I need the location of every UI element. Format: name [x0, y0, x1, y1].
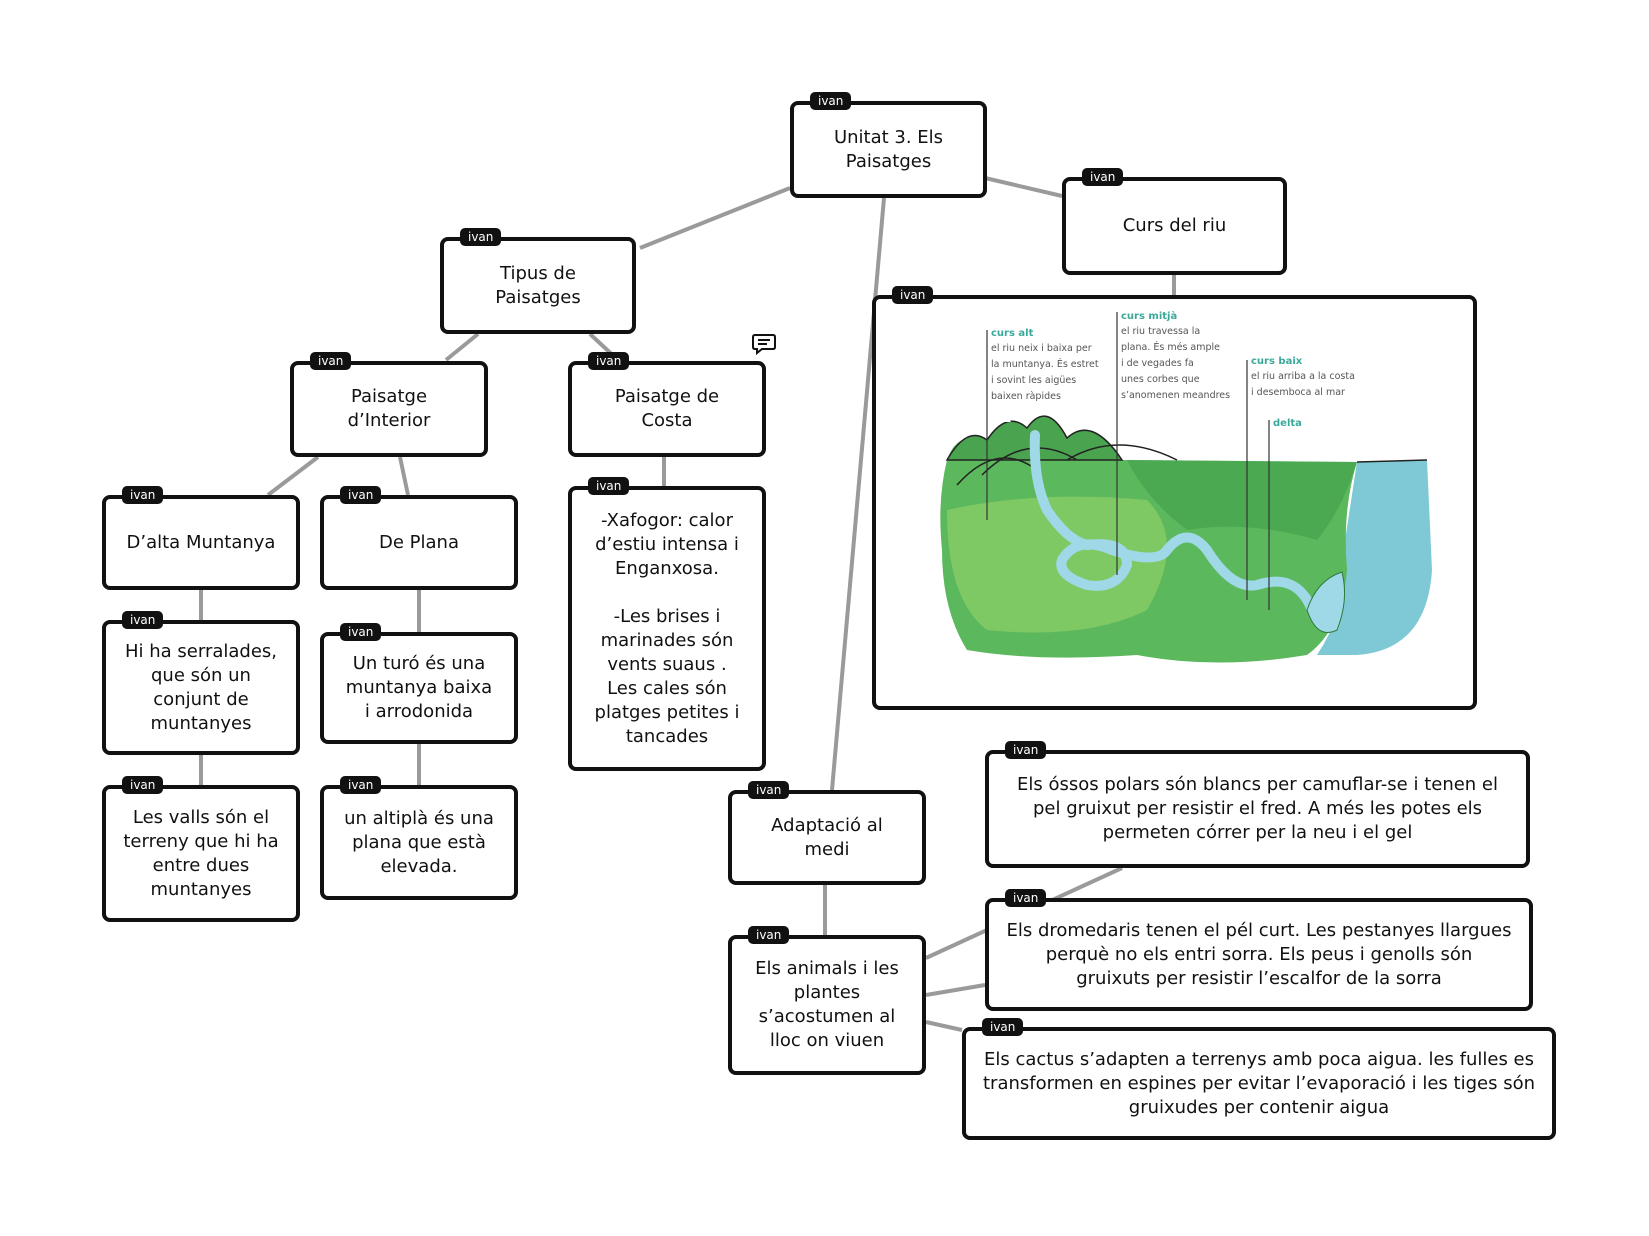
author-tag: ivan — [340, 623, 382, 641]
curs-mitja-line: plana. És més ample — [1121, 341, 1220, 353]
curs-mitja-line: unes corbes que — [1121, 374, 1200, 385]
snow-caps — [999, 403, 1051, 422]
curs-alt-line: el riu neix i baixa per — [991, 343, 1092, 354]
node-label: D’alta Muntanya — [126, 531, 276, 553]
author-tag: ivan — [982, 1018, 1024, 1036]
curs-alt-line: la muntanya. És estret — [991, 358, 1099, 370]
curs-baix-line: i desemboca al mar — [1251, 387, 1345, 398]
author-tag: ivan — [892, 286, 934, 304]
curs-baix-line: el riu arriba a la costa — [1251, 371, 1355, 382]
link-animals-cactus — [925, 1020, 963, 1032]
author-tag: ivan — [588, 352, 630, 370]
link-interior-plana — [398, 456, 410, 496]
river — [1029, 430, 1317, 615]
author-tag: ivan — [340, 486, 382, 504]
node-label: Hi ha serralades, que són un conjunt de … — [124, 640, 277, 734]
author-tag: ivan — [1005, 741, 1047, 759]
node-ossos-polars[interactable]: ivan Els óssos polars són blancs per cam… — [985, 741, 1530, 868]
author-tag: ivan — [748, 926, 790, 944]
curs-baix-title: curs baix — [1251, 356, 1303, 367]
sea-area — [1317, 460, 1432, 655]
node-paisatge-interior[interactable]: ivan Paisatge d’Interior — [290, 352, 488, 457]
node-turo[interactable]: ivan Un turó és una muntanya baixa i arr… — [320, 623, 518, 744]
link-tipus-interior — [444, 332, 480, 362]
node-de-plana[interactable]: ivan De Plana — [320, 486, 518, 590]
speech-bubble-icon[interactable] — [752, 333, 776, 355]
node-label: Un turó és una muntanya baixa i arrodoni… — [345, 653, 493, 722]
delta-fan — [1306, 571, 1346, 633]
node-animals-plantes[interactable]: ivan Els animals i les plantes s’acostum… — [728, 926, 926, 1075]
node-tipus-paisatges[interactable]: ivan Tipus de Paisatges — [440, 228, 636, 334]
author-tag: ivan — [1005, 889, 1047, 907]
node-label: Les valls són el terreny que hi ha entre… — [123, 806, 279, 900]
author-tag: ivan — [122, 611, 164, 629]
node-unitat-3[interactable]: ivan Unitat 3. Els Paisatges — [790, 92, 987, 198]
node-label: -Xafogor: calor d’estiu intensa i Enganx… — [594, 509, 740, 747]
land-dark — [1127, 460, 1357, 540]
node-label: Els cactus s’adapten a terrenys amb poca… — [982, 1048, 1535, 1118]
node-altipla[interactable]: ivan un altiplà és una plana que està el… — [320, 776, 518, 900]
node-label: Unitat 3. Els Paisatges — [833, 126, 944, 172]
author-tag: ivan — [310, 352, 352, 370]
node-label: Tipus de Paisatges — [495, 262, 581, 308]
link-animals-dromedaris — [925, 983, 986, 997]
node-alta-muntanya[interactable]: ivan D’alta Muntanya — [102, 486, 300, 590]
node-cactus[interactable]: ivan Els cactus s’adapten a terrenys amb… — [962, 1018, 1556, 1140]
node-label: Paisatge d’Interior — [347, 386, 431, 431]
curs-alt-line: baixen ràpides — [991, 391, 1061, 402]
node-valls[interactable]: ivan Les valls són el terreny que hi ha … — [102, 776, 300, 922]
author-tag: ivan — [588, 477, 630, 495]
author-tag: ivan — [1082, 168, 1124, 186]
node-label: un altiplà és una plana que està elevada… — [344, 807, 494, 877]
delta-label: delta — [1273, 418, 1302, 429]
author-tag: ivan — [460, 228, 502, 246]
node-label: Adaptació al medi — [771, 814, 883, 860]
node-clima-costa[interactable]: ivan -Xafogor: calor d’estiu intensa i E… — [568, 477, 766, 771]
river-course-illustration: curs alt el riu neix i baixa per la munt… — [940, 310, 1432, 663]
author-tag: ivan — [810, 92, 852, 110]
node-label: Curs del riu — [1122, 215, 1227, 236]
node-label: Els dromedaris tenen el pél curt. Les pe… — [1006, 919, 1512, 989]
node-curs-riu[interactable]: ivan Curs del riu — [1062, 168, 1287, 275]
node-river-image[interactable]: ivan curs alt el riu neix i b — [872, 286, 1477, 710]
author-tag: ivan — [340, 776, 382, 794]
node-serralades[interactable]: ivan Hi ha serralades, que són un conjun… — [102, 611, 300, 755]
node-paisatge-costa[interactable]: ivan Paisatge de Costa — [568, 334, 776, 457]
author-tag: ivan — [122, 776, 164, 794]
node-label: De Plana — [379, 531, 459, 553]
node-dromedaris[interactable]: ivan Els dromedaris tenen el pél curt. L… — [985, 889, 1533, 1011]
curs-alt-line: i sovint les aigües — [991, 375, 1076, 386]
curs-mitja-line: i de vegades fa — [1121, 358, 1194, 369]
link-root-tipus — [639, 186, 791, 250]
node-label: Paisatge de Costa — [614, 386, 720, 431]
curs-mitja-line: s’anomenen meandres — [1121, 390, 1230, 401]
author-tag: ivan — [748, 781, 790, 799]
link-interior-alta — [266, 455, 320, 497]
curs-mitja-title: curs mitjà — [1121, 310, 1177, 322]
node-label: Els animals i les plantes s’acostumen al… — [755, 958, 899, 1051]
author-tag: ivan — [122, 486, 164, 504]
curs-alt-title: curs alt — [991, 328, 1034, 339]
node-label: Els óssos polars són blancs per camuflar… — [1016, 774, 1499, 843]
node-adaptacio-medi[interactable]: ivan Adaptació al medi — [728, 781, 926, 885]
curs-mitja-line: el riu travessa la — [1121, 326, 1200, 337]
link-root-curs — [984, 176, 1063, 198]
